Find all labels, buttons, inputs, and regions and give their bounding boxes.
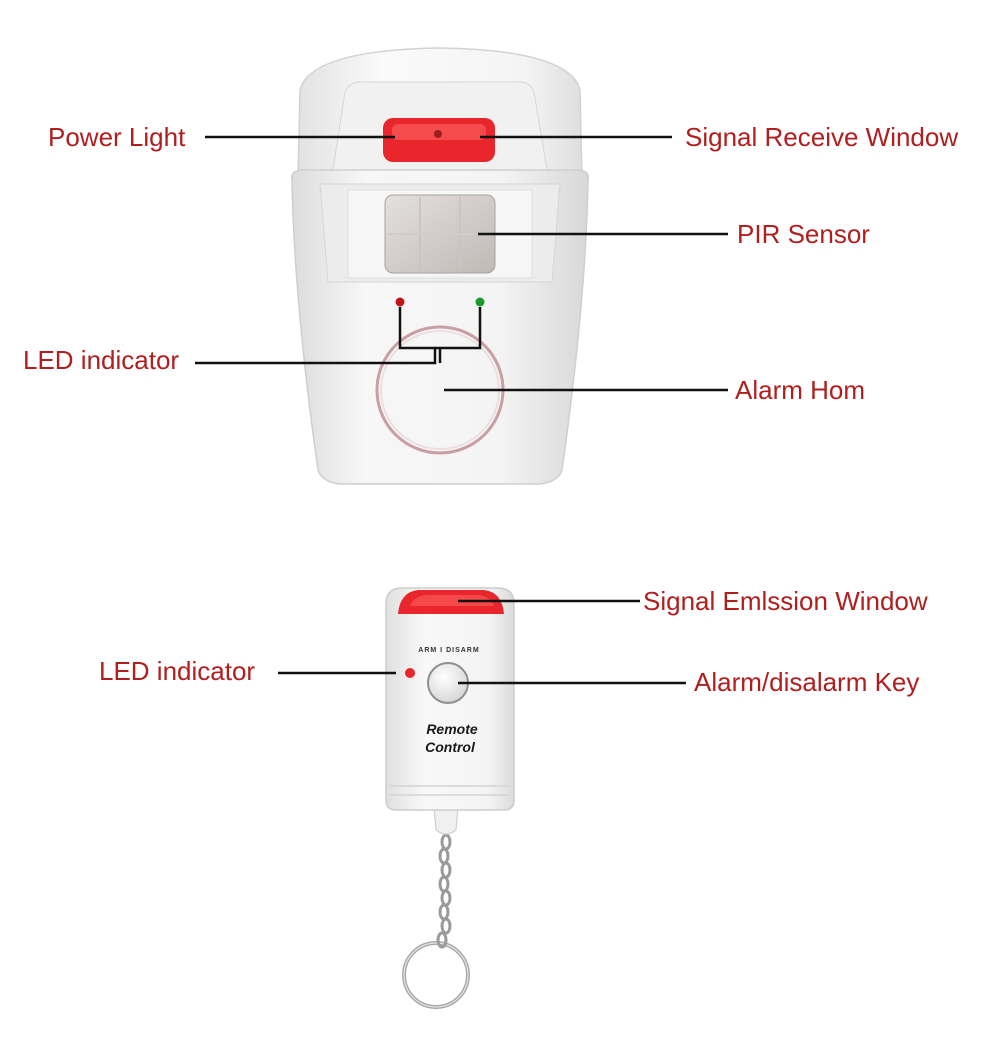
led-red [395, 297, 405, 307]
label-signal-receive-window: Signal Receive Window [685, 122, 959, 152]
label-led-indicator-sensor: LED indicator [23, 345, 180, 375]
key-chain [436, 833, 452, 949]
remote-unit [385, 587, 515, 1009]
power-light-dot [434, 130, 442, 138]
remote-key-label: ARM I DISARM [418, 647, 479, 654]
led-green [475, 297, 485, 307]
remote-leader-lines [278, 599, 686, 685]
remote-led [405, 668, 415, 678]
label-signal-emission-window: Signal Emlssion Window [643, 586, 928, 616]
label-alarm-horn: Alarm Hom [735, 375, 866, 405]
sensor-unit [290, 47, 590, 485]
remote-print-line2: Control [425, 739, 476, 755]
label-led-indicator-remote: LED indicator [99, 656, 256, 686]
label-pir-sensor: PIR Sensor [737, 219, 870, 249]
lanyard-loop [433, 807, 459, 835]
leader-led-green-branch [435, 307, 482, 350]
label-power-light: Power Light [48, 122, 186, 152]
remote-print-line1: Remote [426, 721, 478, 737]
label-alarm-disalarm-key: Alarm/disalarm Key [694, 667, 920, 697]
sensor-leader-lines [195, 135, 728, 392]
